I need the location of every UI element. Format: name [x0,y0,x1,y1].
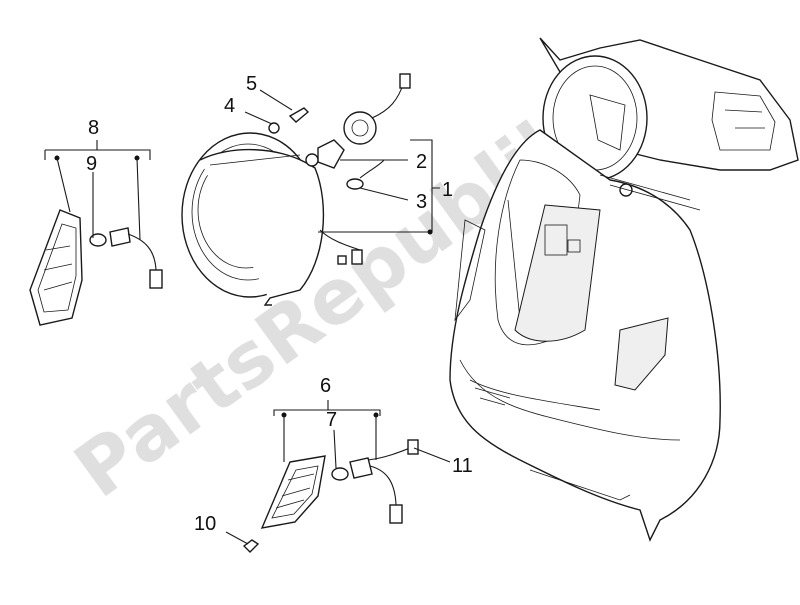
left-indicator-assembly [29,209,163,326]
callout-4: 4 [224,95,235,117]
callout-3: 3 [416,191,427,213]
callout-5: 5 [246,73,257,95]
screw-and-washer [268,107,310,134]
callout-2: 2 [416,151,427,173]
callout-10: 10 [194,513,216,535]
scooter-front-body [449,37,799,542]
headlamp-assembly [181,132,363,306]
callout-11: 11 [452,455,473,477]
callout-1: 1 [442,179,453,201]
bulb-part-3 [346,159,385,190]
callout-leaders [44,89,451,545]
callout-8: 8 [88,117,99,139]
front-indicator-assembly [242,439,419,553]
callout-6: 6 [320,375,331,397]
callout-numbers: 1 2 3 4 5 6 7 8 9 10 11 [86,73,473,535]
callout-7: 7 [326,409,337,431]
bulb-socket-part-2 [305,73,411,169]
callout-9: 9 [86,153,97,175]
